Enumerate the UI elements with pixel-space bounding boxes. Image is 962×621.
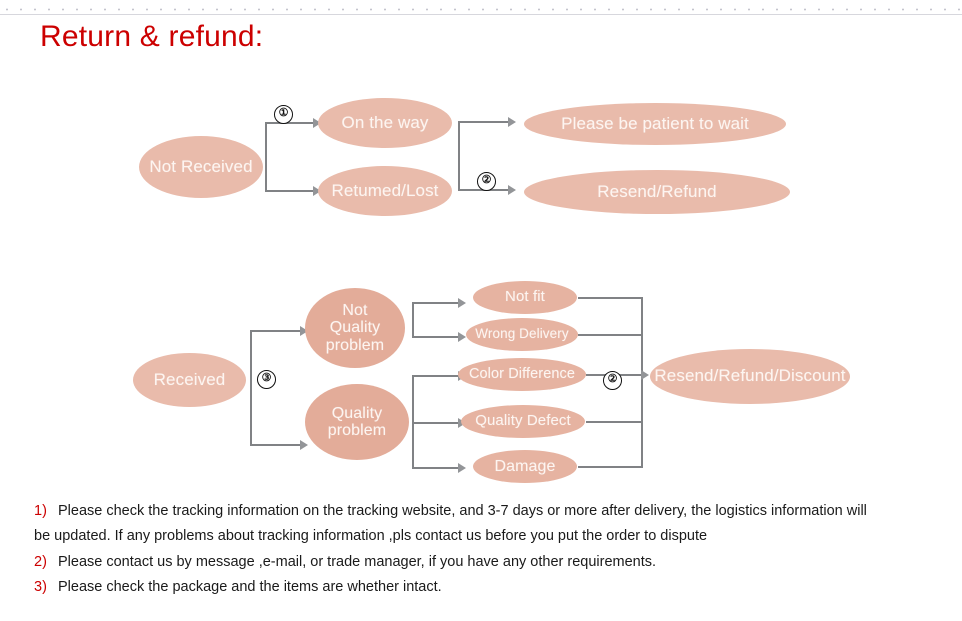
merge-rail-vertical: [641, 297, 643, 468]
note-3-number: 3): [34, 579, 47, 596]
connector-split-top-2: [458, 121, 510, 123]
not-quality-line-3: problem: [325, 336, 385, 354]
arrow-to-on-the-way: [313, 118, 321, 128]
step-marker-1: ①: [274, 105, 293, 124]
node-not-received[interactable]: Not Received: [139, 136, 263, 198]
arrow-to-not-fit: [458, 298, 466, 308]
arrow-to-returned-lost: [313, 186, 321, 196]
note-1-number: 1): [34, 503, 47, 519]
arrow-to-resend-refund: [508, 185, 516, 195]
connector-split-vertical-3: [250, 330, 252, 446]
merge-rail-not-fit: [578, 297, 643, 299]
not-quality-line-1: Not: [342, 302, 368, 320]
arrow-to-damage: [458, 463, 466, 473]
node-reason-wrong-delivery[interactable]: Wrong Delivery: [466, 318, 578, 351]
note-2-number: 2): [34, 553, 47, 570]
arrow-to-be-patient: [508, 117, 516, 127]
top-dotted-rule: [0, 8, 962, 11]
note-1-continuation: be updated. If any problems about tracki…: [34, 528, 708, 545]
connector-split-bottom-3: [250, 444, 302, 446]
not-quality-line-2: Quality: [329, 319, 381, 337]
top-divider-line: [0, 14, 962, 15]
merge-rail-wrong-delivery: [578, 334, 643, 336]
node-received[interactable]: Received: [133, 353, 246, 407]
connector-q-bottom: [412, 467, 460, 469]
node-resend-refund[interactable]: Resend/Refund: [524, 170, 790, 214]
connector-split-top-1: [265, 122, 315, 124]
node-resend-refund-discount[interactable]: Resend/Refund/Discount: [650, 349, 850, 404]
connector-split-bottom-1: [265, 190, 315, 192]
node-quality-problem[interactable]: Quality problem: [305, 384, 409, 460]
node-reason-color-difference[interactable]: Color Difference: [458, 358, 586, 391]
node-reason-not-fit[interactable]: Not fit: [473, 281, 577, 314]
node-reason-quality-defect[interactable]: Quality Defect: [461, 405, 585, 438]
connector-split-top-3: [250, 330, 302, 332]
connector-nq-top: [412, 302, 460, 304]
step-marker-3: ③: [257, 370, 276, 389]
connector-q-mid: [412, 422, 460, 424]
arrow-to-wrong-delivery: [458, 332, 466, 342]
connector-nq-vertical: [412, 302, 414, 338]
note-item-3: 3) Please check the package and the items…: [34, 576, 950, 598]
note-1-text: Please check the tracking information on…: [58, 503, 867, 519]
page-title: Return & refund:: [40, 20, 264, 53]
node-returned-lost[interactable]: Retumed/Lost: [318, 166, 452, 216]
step-marker-2-flow2: ②: [603, 371, 622, 390]
node-please-be-patient[interactable]: Please be patient to wait: [524, 103, 786, 145]
node-on-the-way[interactable]: On the way: [318, 98, 452, 148]
connector-split-vertical-2: [458, 121, 460, 191]
connector-q-top: [412, 375, 460, 377]
note-2-text: Please contact us by message ,e-mail, or…: [58, 553, 657, 570]
node-reason-damage[interactable]: Damage: [473, 450, 577, 483]
arrow-to-not-quality-problem: [300, 326, 308, 336]
note-3-text: Please check the package and the items a…: [58, 579, 442, 596]
note-item-2: 2) Please contact us by message ,e-mail, …: [34, 551, 950, 573]
arrow-to-resend-refund-discount: [641, 370, 649, 380]
notes-list: 1) Please check the tracking information …: [34, 500, 950, 602]
quality-line-2: problem: [327, 422, 387, 439]
quality-line-1: Quality: [331, 404, 383, 422]
arrow-to-quality-problem: [300, 440, 308, 450]
connector-split-vertical-1: [265, 122, 267, 192]
connector-nq-bottom: [412, 336, 460, 338]
node-not-quality-problem[interactable]: Not Quality problem: [305, 288, 405, 368]
note-item-1: 1) Please check the tracking information …: [34, 500, 950, 522]
merge-rail-quality-defect: [586, 421, 643, 423]
step-marker-2-flow1: ②: [477, 172, 496, 191]
merge-rail-damage: [578, 466, 643, 468]
